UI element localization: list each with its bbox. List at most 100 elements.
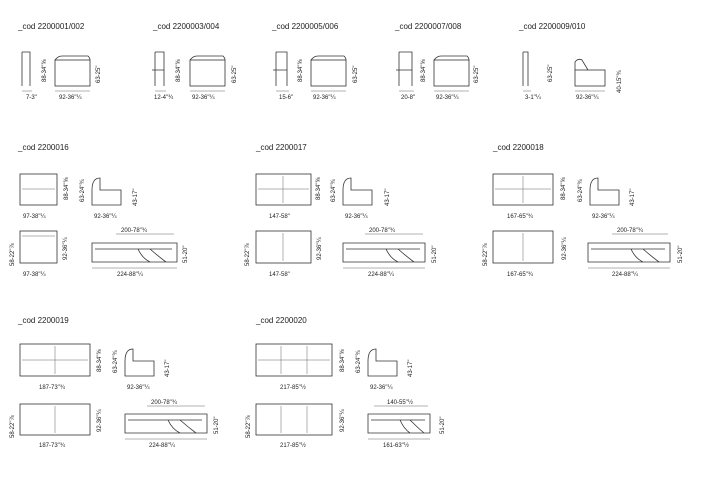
arm-width-dimension: 3-1"¼ bbox=[525, 95, 542, 101]
side-height-dimension: 63-24"¾ bbox=[356, 350, 362, 373]
product-code: _cod 2200009/010 bbox=[518, 22, 586, 31]
sofa-front-view bbox=[19, 343, 91, 377]
backrest-top bbox=[310, 55, 347, 61]
mattress-length-dimension: 200-78"¾ bbox=[369, 228, 396, 234]
arm-profile bbox=[273, 51, 288, 86]
side-height-dimension: 63-24"¾ bbox=[113, 350, 119, 373]
bed-height-dimension: 51-20" bbox=[214, 417, 220, 434]
bed-extended-length-dimension: 161-63"½ bbox=[383, 442, 409, 449]
sofa-front-view bbox=[255, 343, 333, 377]
bed-extended-length-dimension: 224-88"¼ bbox=[368, 272, 395, 278]
sofa-bed-2200018: _cod 2200018 88-34"⅝ 167-65"¾ 63-24"¾ 43… bbox=[483, 143, 684, 278]
top-side-dimension: 92-36"¼ bbox=[340, 409, 346, 432]
sofa-top-view bbox=[492, 230, 554, 264]
top-depth-dimension: 58-22"⅞ bbox=[10, 243, 16, 266]
front-depth-dimension: 88-34"⅝ bbox=[340, 349, 346, 372]
sofa-side-view bbox=[342, 177, 373, 206]
top-width-dimension: 217-85"½ bbox=[280, 442, 306, 449]
sofa-top-view bbox=[19, 403, 91, 436]
height-dimension: 63-25" bbox=[96, 66, 102, 83]
height-dimension: 40-15"¾ bbox=[617, 70, 623, 93]
sofa-bed-2200017: _cod 2200017 88-34"⅝ 147-58" 63-24"¾ 43-… bbox=[245, 143, 438, 278]
bed-height-dimension: 51-20" bbox=[440, 417, 446, 434]
mattress-length-dimension: 200-78"¾ bbox=[151, 400, 178, 406]
product-code: _cod 2200019 bbox=[17, 316, 69, 325]
bed-extended-length-dimension: 224-88"¼ bbox=[149, 443, 176, 449]
seat-height-dimension: 43-17" bbox=[408, 360, 414, 377]
side-height-dimension: 63-24"¾ bbox=[578, 179, 584, 202]
sofa-front-view bbox=[19, 173, 58, 206]
arm-profile bbox=[396, 51, 413, 86]
sofa-top-view bbox=[19, 230, 58, 264]
sofa-side-view bbox=[367, 348, 398, 377]
seat-module-front bbox=[310, 59, 347, 87]
module-width-dimension: 92-36"¼ bbox=[59, 95, 82, 101]
sofa-top-view bbox=[255, 230, 312, 264]
top-width-dimension: 147-58" bbox=[269, 272, 290, 278]
depth-dimension: 88-34"⅝ bbox=[421, 59, 427, 82]
bed-extended-length-dimension: 224-88"¼ bbox=[612, 272, 639, 278]
module-2200009-010: _cod 2200009/010 63-25" 40-15"¾ 3-1"¼ 92… bbox=[518, 22, 623, 101]
backrest-top bbox=[574, 58, 589, 71]
module-width-dimension: 92-36"¼ bbox=[313, 95, 336, 101]
front-depth-dimension: 88-34"⅝ bbox=[561, 177, 567, 200]
front-width-dimension: 167-65"¾ bbox=[507, 214, 534, 220]
height-dimension: 63-25" bbox=[353, 66, 359, 83]
front-depth-dimension: 88-34"⅝ bbox=[316, 177, 322, 200]
sofa-bed-2200020: _cod 2200020 88-34"⅝ 217-85"½ 63-24"¾ 43… bbox=[246, 316, 446, 449]
seat-module-front bbox=[189, 59, 226, 87]
side-height-dimension: 63-24"¾ bbox=[80, 179, 86, 202]
sofa-front-view bbox=[255, 173, 312, 206]
side-height-dimension: 63-24"¾ bbox=[331, 179, 337, 202]
top-side-dimension: 92-36"¼ bbox=[97, 409, 103, 432]
mattress-length-dimension: 140-55"½ bbox=[387, 399, 413, 406]
product-code: _cod 2200007/008 bbox=[394, 22, 462, 31]
module-2200007-008: _cod 2200007/008 88-34"⅝ 63-25" 20-8" 92… bbox=[394, 22, 480, 101]
top-depth-dimension: 58-22"⅞ bbox=[245, 243, 251, 266]
arm-width-dimension: 20-8" bbox=[401, 95, 415, 101]
module-width-dimension: 92-36"¼ bbox=[192, 95, 215, 101]
mattress-length-dimension: 200-78"¾ bbox=[617, 228, 644, 234]
backrest-top bbox=[54, 55, 91, 61]
sofa-top-view bbox=[255, 403, 333, 436]
arm-profile bbox=[522, 51, 529, 86]
seat-height-dimension: 43-17" bbox=[165, 360, 171, 377]
module-2200003-004: _cod 2200003/004 88-34"⅝ 63-25" 12-4"¾ 9… bbox=[152, 22, 238, 101]
depth-dimension: 88-34"⅝ bbox=[176, 59, 182, 82]
top-width-dimension: 97-38"¼ bbox=[23, 272, 46, 278]
product-code: _cod 2200016 bbox=[17, 143, 69, 152]
seat-height-dimension: 43-17" bbox=[630, 189, 636, 206]
product-code: _cod 2200017 bbox=[255, 143, 307, 152]
bed-height-dimension: 51-20" bbox=[678, 246, 684, 263]
bed-height-dimension: 51-20" bbox=[432, 246, 438, 263]
arm-profile bbox=[21, 51, 31, 86]
product-code: _cod 2200003/004 bbox=[152, 22, 220, 31]
product-code: _cod 2200018 bbox=[492, 143, 544, 152]
bed-extended-length-dimension: 224-88"¼ bbox=[117, 272, 144, 278]
bed-height-dimension: 51-20" bbox=[183, 246, 189, 263]
mattress-length-dimension: 200-78"¾ bbox=[121, 228, 148, 234]
side-depth-dimension: 92-36"¼ bbox=[94, 214, 117, 220]
top-depth-dimension: 58-22"⅞ bbox=[483, 243, 489, 266]
seat-module-front bbox=[574, 69, 606, 87]
sofa-front-view bbox=[492, 173, 554, 206]
front-width-dimension: 187-73"¾ bbox=[39, 385, 66, 391]
top-side-dimension: 92-36"¼ bbox=[63, 237, 69, 260]
module-width-dimension: 92-36"¼ bbox=[576, 95, 599, 101]
module-2200005-006: _cod 2200005/006 88-34"⅝ 63-25" 15-6" 92… bbox=[271, 22, 359, 101]
front-depth-dimension: 88-34"⅝ bbox=[97, 349, 103, 372]
seat-height-dimension: 43-17" bbox=[385, 189, 391, 206]
sofa-side-view bbox=[124, 348, 155, 377]
bed-extended-view bbox=[367, 413, 431, 434]
front-width-dimension: 217-85"½ bbox=[280, 384, 306, 391]
product-code: _cod 2200005/006 bbox=[271, 22, 339, 31]
sofa-bed-2200019: _cod 2200019 88-34"⅝ 187-73"¾ 63-24"¾ 43… bbox=[10, 316, 220, 449]
bed-extended-view bbox=[91, 242, 178, 263]
bed-extended-view bbox=[124, 413, 208, 434]
front-depth-dimension: 88-34"⅝ bbox=[64, 177, 70, 200]
product-code: _cod 2200001/002 bbox=[17, 22, 85, 31]
seat-module-front bbox=[433, 59, 470, 87]
side-depth-dimension: 92-36"¼ bbox=[345, 214, 368, 220]
top-width-dimension: 167-65"¾ bbox=[507, 272, 534, 278]
side-depth-dimension: 92-36"¼ bbox=[592, 214, 615, 220]
